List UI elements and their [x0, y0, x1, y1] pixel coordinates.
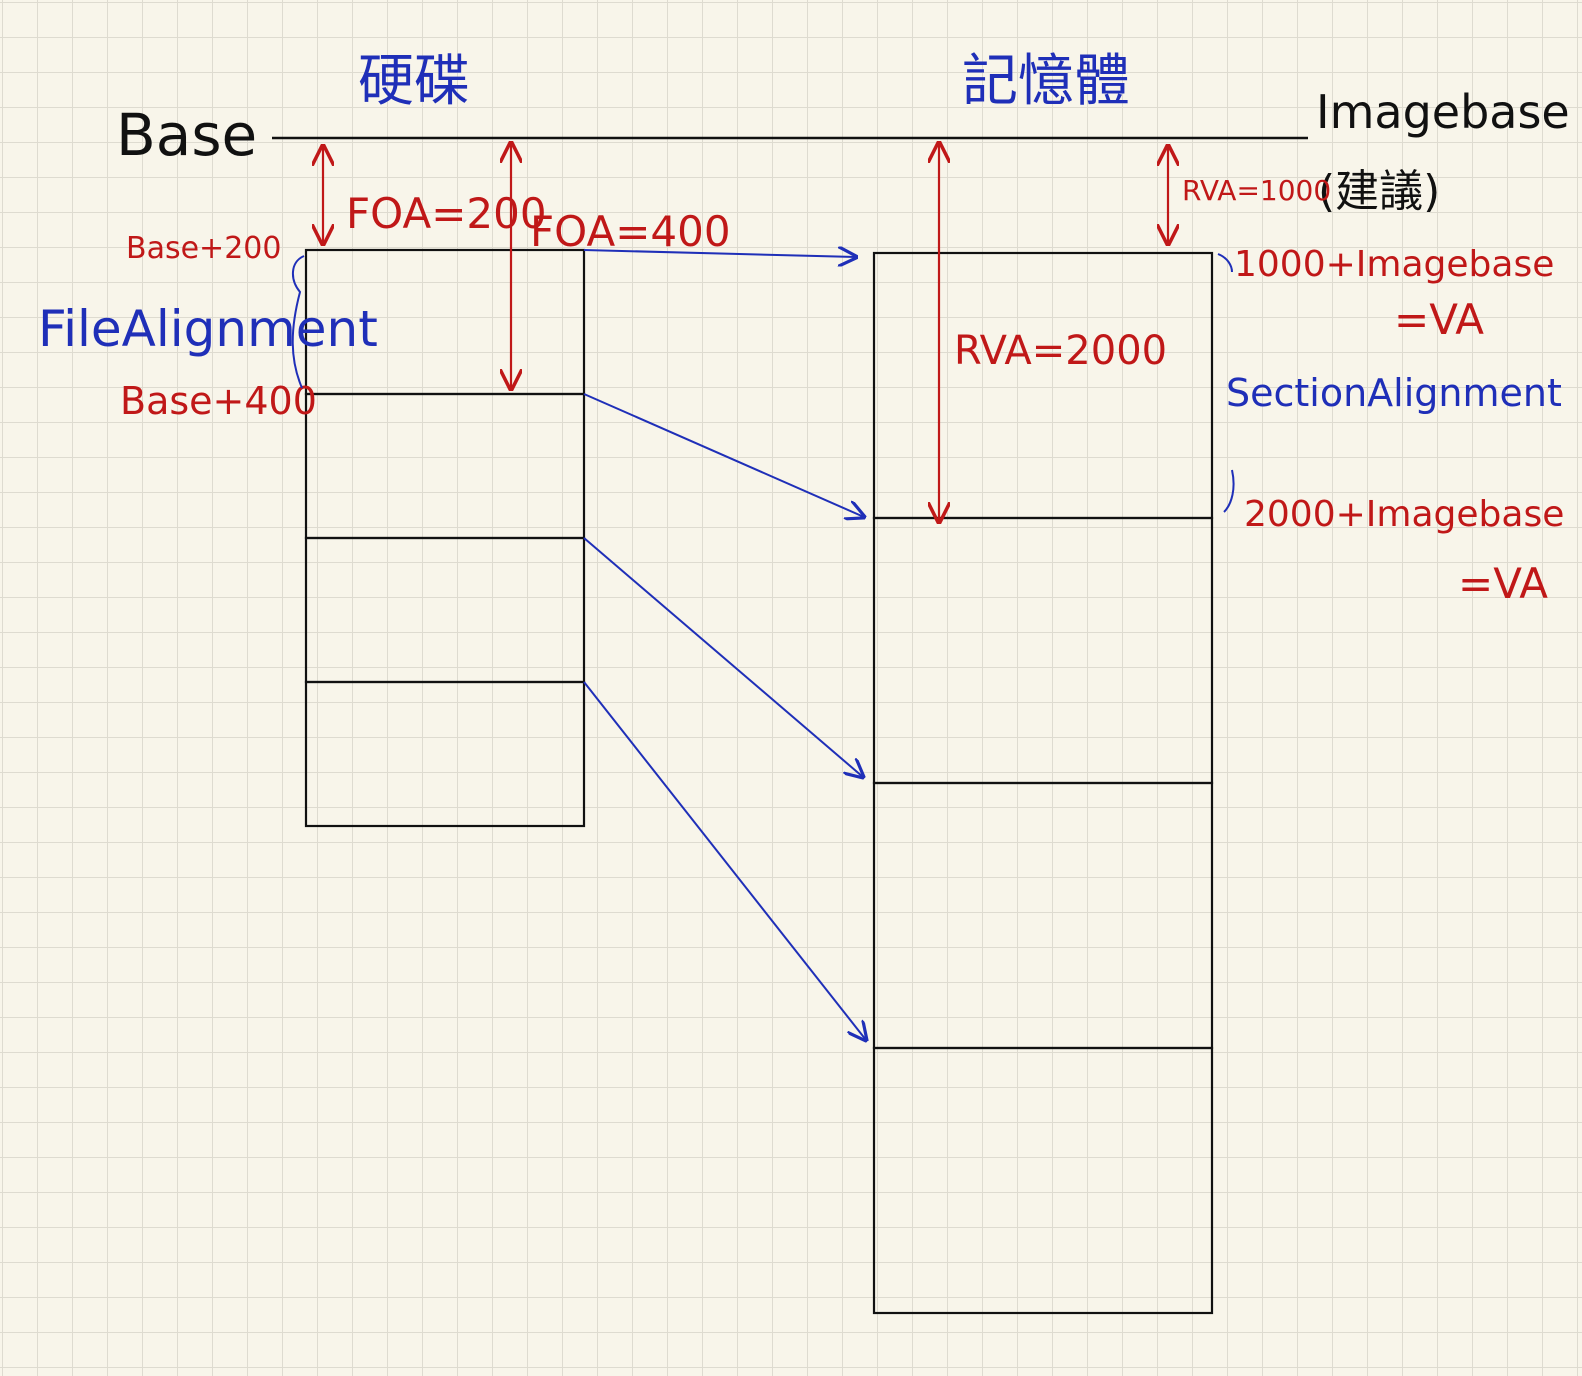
disk-section-3: [304, 680, 586, 828]
rva-1000-label: RVA=1000: [1182, 174, 1331, 207]
disk-title: 硬碟: [358, 49, 470, 114]
mapping-arrow-section-1: [583, 393, 864, 517]
va-2000-eq-label: =VA: [1458, 559, 1548, 608]
va-1000-label: 1000+Imagebase: [1234, 244, 1554, 285]
foa-200-label: FOA=200: [346, 189, 547, 238]
memory-section-header: [872, 251, 1214, 520]
memory-section-3: [872, 1046, 1214, 1315]
base-label: Base: [116, 101, 257, 169]
base-plus-400-label: Base+400: [120, 379, 317, 423]
va-2000-label: 2000+Imagebase: [1244, 494, 1564, 535]
memory-sections: [872, 251, 1214, 1315]
mapping-arrow-section-3: [583, 681, 866, 1040]
rva-2000-label: RVA=2000: [954, 328, 1167, 374]
disk-section-1: [304, 392, 586, 540]
foa-400-label: FOA=400: [530, 207, 731, 256]
section-alignment-top-tick: [1217, 253, 1233, 273]
mapping-arrows: [583, 250, 866, 1040]
disk-section-2: [304, 536, 586, 684]
section-alignment-label: SectionAlignment: [1226, 371, 1562, 415]
memory-section-2: [872, 781, 1214, 1050]
section-alignment-bottom-tick: [1223, 469, 1235, 513]
file-alignment-label: FileAlignment: [38, 300, 378, 358]
base-plus-200-label: Base+200: [126, 231, 281, 266]
va-1000-eq-label: =VA: [1394, 295, 1484, 344]
disk-sections: [304, 248, 586, 828]
mapping-arrow-header: [583, 250, 856, 257]
imagebase-label: Imagebase: [1316, 85, 1570, 139]
memory-section-1: [872, 516, 1214, 785]
file-alignment-brace: [291, 255, 305, 389]
mapping-arrow-section-2: [583, 537, 863, 777]
offset-arrows: [323, 143, 1168, 522]
imagebase-note: (建議): [1318, 166, 1440, 217]
memory-title: 記憶體: [962, 49, 1130, 114]
